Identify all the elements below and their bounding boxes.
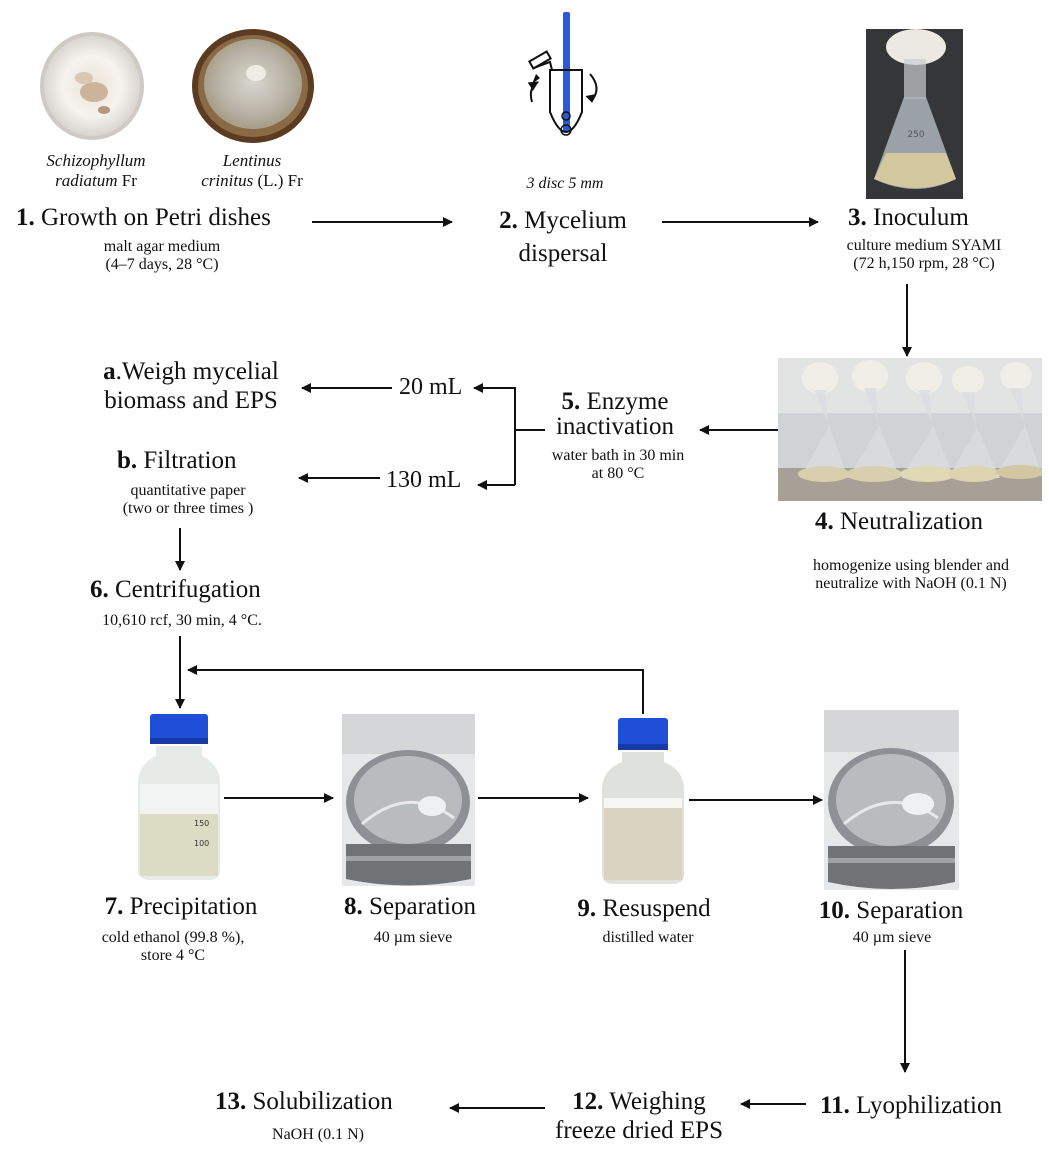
- resuspend-bottle-image: [602, 718, 684, 884]
- volume-130ml-label: 130 mL: [386, 467, 462, 493]
- step-1-detail: malt agar medium(4–7 days, 28 °C): [103, 238, 221, 274]
- step-9-title: 9. Resuspend: [577, 895, 711, 922]
- petri-dish-schizophyllum-image: [40, 32, 144, 140]
- step-7-detail: cold ethanol (99.8 %),store 4 °C: [101, 929, 245, 965]
- step-6-title: 6. Centrifugation: [90, 576, 261, 603]
- svg-text:250: 250: [907, 130, 924, 140]
- sieve-image-10: [824, 710, 959, 890]
- step-b-title: b. Filtration: [117, 447, 237, 474]
- bracket-5-split: [475, 387, 545, 431]
- step-4-title: 4. Neutralization: [815, 508, 983, 535]
- step-9-detail: distilled water: [602, 929, 694, 946]
- bottle-mark-150: 150: [194, 819, 209, 828]
- sieve-image-8: [342, 714, 475, 886]
- inoculum-flask-image: 250: [866, 29, 963, 199]
- step-2-note: 3 disc 5 mm: [526, 175, 604, 192]
- species-2-label: Lentinus crinitus (L.) Fr: [201, 151, 303, 190]
- step-b-detail: quantitative paper(two or three times ): [122, 482, 254, 518]
- loop-9-to-7: [187, 665, 644, 714]
- step-3-detail: culture medium SYAMI(72 h,150 rpm, 28 °C…: [846, 237, 1002, 273]
- species-1-label: Schizophyllum radiatum Fr: [46, 151, 146, 190]
- step-13-detail: NaOH (0.1 N): [272, 1126, 364, 1143]
- step-3-title: 3. Inoculum: [848, 204, 969, 231]
- microtube-icon: [527, 12, 598, 136]
- step-8-detail: 40 µm sieve: [373, 929, 453, 946]
- bottle-mark-100: 100: [194, 839, 209, 848]
- step-10-detail: 40 µm sieve: [852, 929, 932, 946]
- step-1-title: 1. Growth on Petri dishes: [16, 204, 271, 231]
- step-7-title: 7. Precipitation: [104, 893, 258, 920]
- neutralization-flasks-image: [778, 358, 1042, 501]
- step-6-detail: 10,610 rcf, 30 min, 4 °C.: [102, 612, 262, 629]
- precipitation-bottle-image: 150 100: [138, 714, 220, 880]
- step-8-title: 8. Separation: [344, 893, 476, 920]
- step-11-title: 11. Lyophilization: [820, 1092, 1002, 1119]
- step-10-title: 10. Separation: [818, 897, 964, 924]
- petri-dish-lentinus-image: [192, 29, 314, 143]
- volume-20ml-label: 20 mL: [399, 374, 463, 400]
- step-13-title: 13. Solubilization: [215, 1088, 393, 1115]
